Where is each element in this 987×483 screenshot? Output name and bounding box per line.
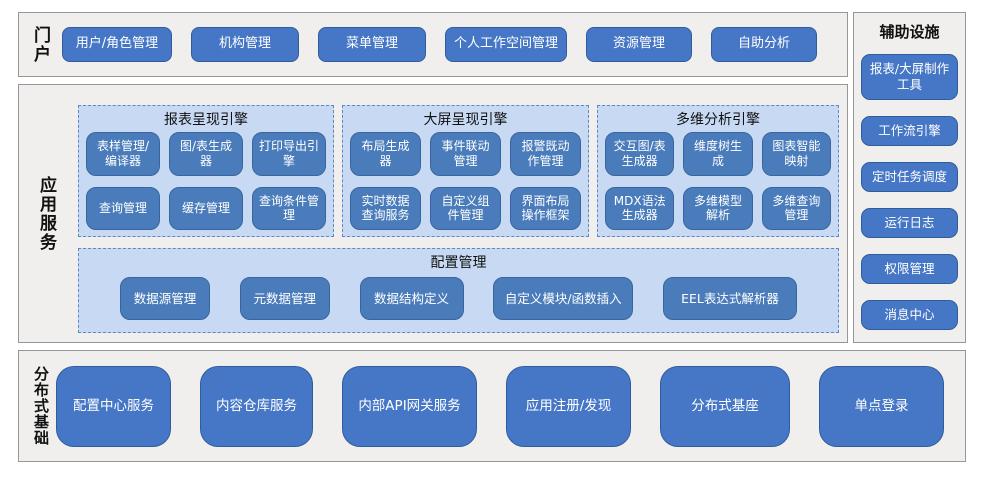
- ui-layout-operation-framework-button[interactable]: 界面布局操作框架: [510, 186, 581, 230]
- dashboard-engine-grid: 布局生成器 事件联动管理 报警既动作管理 实时数据查询服务 自定义组件管理 界面…: [350, 132, 581, 230]
- dashboard-engine-title: 大屏呈现引擎: [423, 112, 508, 128]
- dashboard-engine-box: 大屏呈现引擎 布局生成器 事件联动管理 报警既动作管理 实时数据查询服务 自定义…: [342, 105, 589, 237]
- workflow-engine-button[interactable]: 工作流引擎: [861, 116, 958, 146]
- layout-generator-button[interactable]: 布局生成器: [350, 132, 421, 176]
- alarm-action-management-button[interactable]: 报警既动作管理: [510, 132, 581, 176]
- interactive-chart-generator-button[interactable]: 交互图/表生成器: [605, 132, 675, 176]
- self-service-analysis-button[interactable]: 自助分析: [711, 27, 817, 62]
- multidim-model-parsing-button[interactable]: 多维模型解析: [683, 186, 753, 230]
- config-management-title: 配置管理: [430, 255, 487, 271]
- distributed-base-button[interactable]: 分布式基座: [660, 365, 790, 447]
- menu-management-button[interactable]: 菜单管理: [318, 27, 426, 62]
- print-export-engine-button[interactable]: 打印导出引擎: [252, 132, 326, 176]
- auxiliary-title: 辅助设施: [879, 23, 940, 41]
- app-services-panel: 应用服务 报表呈现引擎 表样管理/编译器 图/表生成器 打印导出引擎 查询管理 …: [18, 84, 848, 343]
- event-linkage-management-button[interactable]: 事件联动管理: [430, 132, 501, 176]
- config-management-row: 数据源管理 元数据管理 数据结构定义 自定义模块/函数插入 EEL表达式解析器: [86, 275, 831, 326]
- report-dashboard-authoring-tool-button[interactable]: 报表/大屏制作工具: [861, 54, 958, 100]
- data-structure-definition-button[interactable]: 数据结构定义: [359, 277, 464, 320]
- message-center-button[interactable]: 消息中心: [861, 300, 958, 330]
- content-repository-service-button[interactable]: 内容仓库服务: [200, 365, 313, 447]
- engines-row: 报表呈现引擎 表样管理/编译器 图/表生成器 打印导出引擎 查询管理 缓存管理 …: [78, 105, 839, 237]
- portal-panel: 门户 用户/角色管理 机构管理 菜单管理 个人工作空间管理 资源管理 自助分析: [18, 12, 848, 77]
- cache-management-button[interactable]: 缓存管理: [169, 186, 243, 230]
- auxiliary-panel: 辅助设施 报表/大屏制作工具 工作流引擎 定时任务调度 运行日志 权限管理 消息…: [853, 12, 966, 343]
- olap-engine-grid: 交互图/表生成器 维度树生成 图表智能映射 MDX语法生成器 多维模型解析 多维…: [605, 132, 831, 230]
- report-engine-grid: 表样管理/编译器 图/表生成器 打印导出引擎 查询管理 缓存管理 查询条件管理: [86, 132, 326, 230]
- olap-engine-box: 多维分析引擎 交互图/表生成器 维度树生成 图表智能映射 MDX语法生成器 多维…: [597, 105, 839, 237]
- foundation-buttons: 配置中心服务 内容仓库服务 内部API网关服务 应用注册/发现 分布式基座 单点…: [56, 365, 944, 447]
- portal-label: 门户: [30, 25, 50, 64]
- resource-management-button[interactable]: 资源管理: [586, 27, 692, 62]
- custom-component-management-button[interactable]: 自定义组件管理: [430, 186, 501, 230]
- config-center-service-button[interactable]: 配置中心服务: [56, 365, 171, 447]
- mdx-syntax-generator-button[interactable]: MDX语法生成器: [605, 186, 675, 230]
- eel-expression-parser-button[interactable]: EEL表达式解析器: [663, 277, 797, 320]
- chart-smart-mapping-button[interactable]: 图表智能映射: [761, 132, 831, 176]
- olap-engine-title: 多维分析引擎: [676, 112, 760, 128]
- foundation-panel: 分布式基础 配置中心服务 内容仓库服务 内部API网关服务 应用注册/发现 分布…: [18, 350, 966, 462]
- scheduled-task-scheduler-button[interactable]: 定时任务调度: [861, 162, 958, 192]
- app-services-content: 报表呈现引擎 表样管理/编译器 图/表生成器 打印导出引擎 查询管理 缓存管理 …: [78, 105, 839, 333]
- datasource-management-button[interactable]: 数据源管理: [120, 277, 210, 320]
- app-services-label: 应用服务: [36, 175, 56, 252]
- portal-buttons: 用户/角色管理 机构管理 菜单管理 个人工作空间管理 资源管理 自助分析: [62, 27, 817, 62]
- metadata-management-button[interactable]: 元数据管理: [239, 277, 330, 320]
- report-style-manager-compiler-button[interactable]: 表样管理/编译器: [86, 132, 160, 176]
- query-condition-management-button[interactable]: 查询条件管理: [252, 186, 326, 230]
- chart-table-generator-button[interactable]: 图/表生成器: [169, 132, 243, 176]
- app-register-discovery-button[interactable]: 应用注册/发现: [506, 365, 631, 447]
- internal-api-gateway-service-button[interactable]: 内部API网关服务: [342, 365, 477, 447]
- personal-workspace-management-button[interactable]: 个人工作空间管理: [445, 27, 567, 62]
- org-management-button[interactable]: 机构管理: [191, 27, 299, 62]
- run-logs-button[interactable]: 运行日志: [861, 208, 958, 238]
- dimension-tree-generation-button[interactable]: 维度树生成: [683, 132, 753, 176]
- report-engine-title: 报表呈现引擎: [164, 112, 248, 128]
- multidim-query-management-button[interactable]: 多维查询管理: [761, 186, 831, 230]
- foundation-label: 分布式基础: [32, 366, 50, 446]
- config-management-box: 配置管理 数据源管理 元数据管理 数据结构定义 自定义模块/函数插入 EEL表达…: [78, 248, 839, 333]
- realtime-data-query-service-button[interactable]: 实时数据查询服务: [350, 186, 421, 230]
- auxiliary-buttons: 报表/大屏制作工具 工作流引擎 定时任务调度 运行日志 权限管理 消息中心: [861, 54, 958, 330]
- permission-management-button[interactable]: 权限管理: [861, 254, 958, 284]
- query-management-button[interactable]: 查询管理: [86, 186, 160, 230]
- single-sign-on-button[interactable]: 单点登录: [819, 365, 944, 447]
- report-engine-box: 报表呈现引擎 表样管理/编译器 图/表生成器 打印导出引擎 查询管理 缓存管理 …: [78, 105, 334, 237]
- user-role-management-button[interactable]: 用户/角色管理: [62, 27, 172, 62]
- custom-module-function-insert-button[interactable]: 自定义模块/函数插入: [493, 277, 634, 320]
